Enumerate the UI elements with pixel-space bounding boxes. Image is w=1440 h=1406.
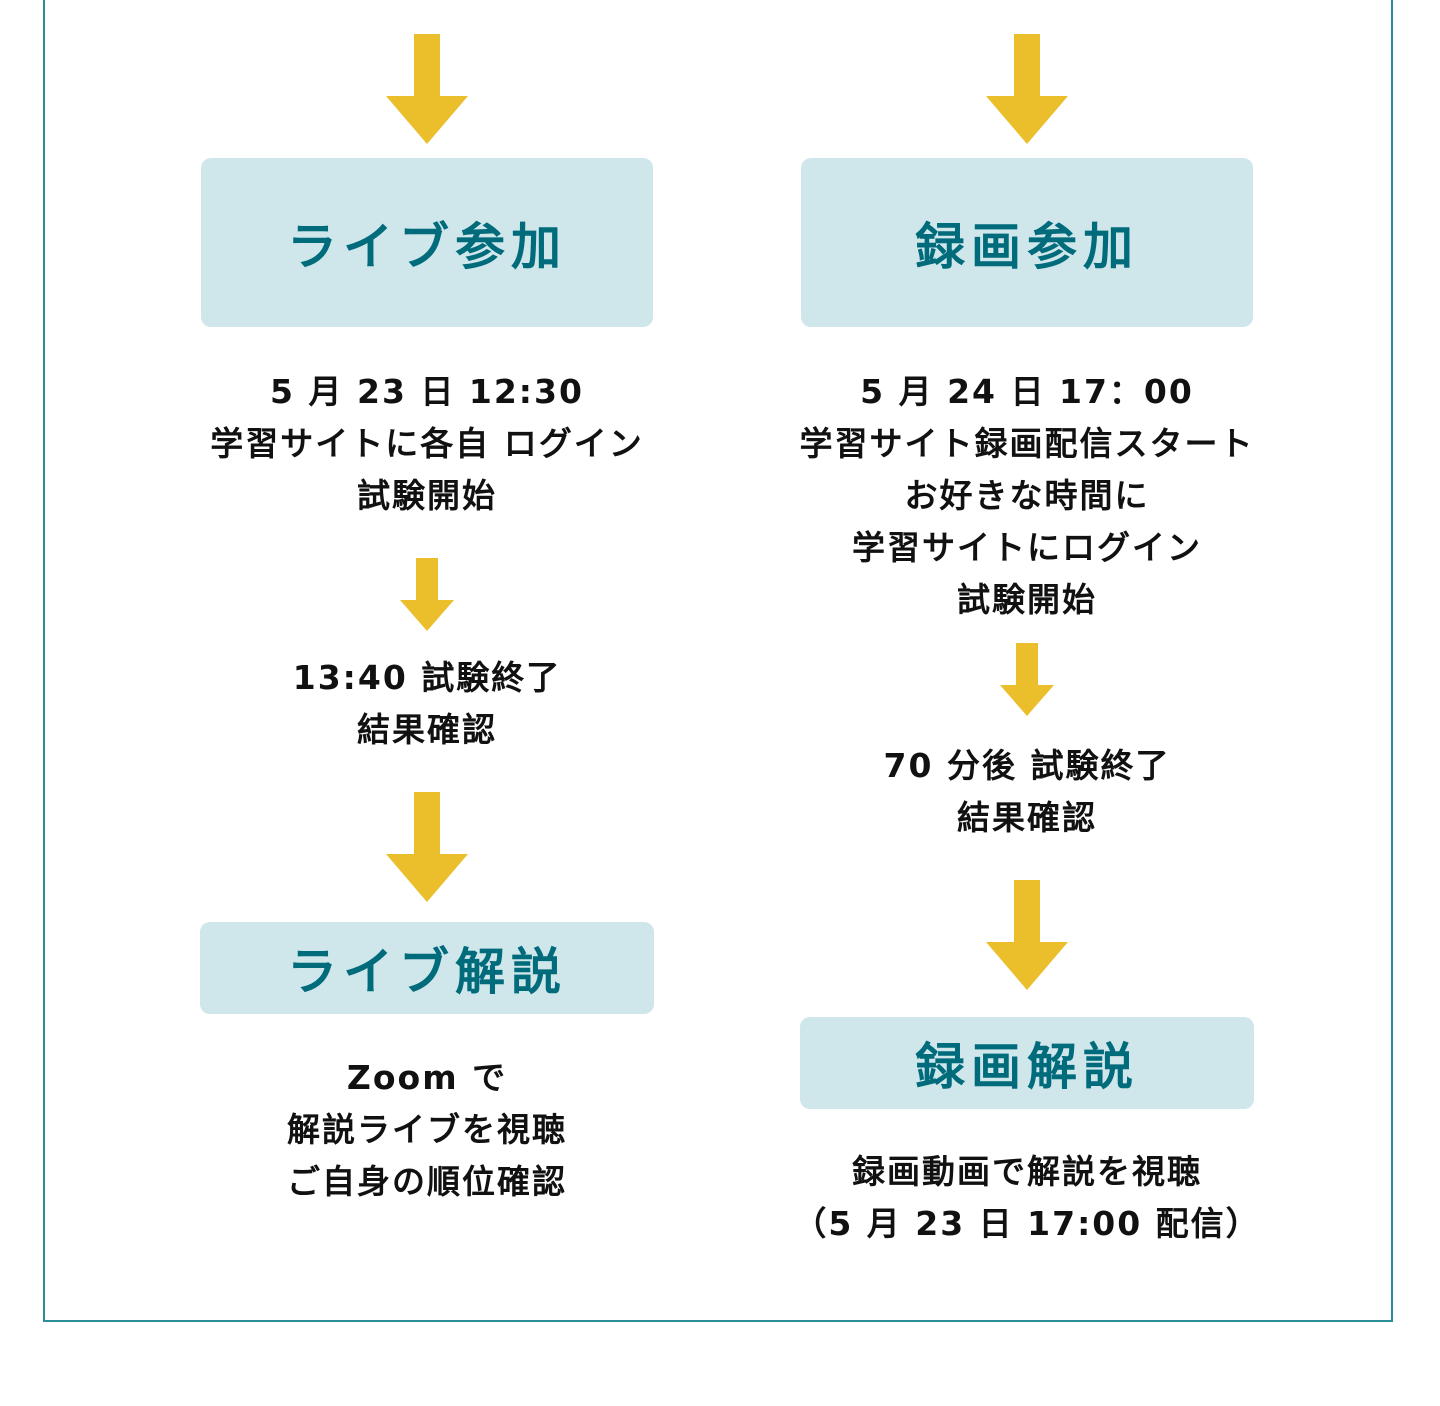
text-line: 70 分後 試験終了 <box>883 746 1171 785</box>
live-participation-box: ライブ参加 <box>201 158 653 327</box>
recorded-participation-title: 録画参加 <box>915 217 1139 276</box>
recorded-participation-box: 録画参加 <box>801 158 1253 327</box>
text-line: 解説ライブを視聴 <box>287 1110 567 1149</box>
arrow-down-icon <box>400 558 454 631</box>
text-line: 試験開始 <box>957 580 1097 619</box>
recorded-explanation-title: 録画解説 <box>915 1038 1139 1096</box>
live-explanation-title: ライブ解説 <box>287 943 567 1001</box>
arrow-down-icon <box>386 34 468 144</box>
text-line: お好きな時間に <box>904 476 1150 515</box>
text-line: ご自身の順位確認 <box>287 1162 567 1201</box>
text-line: 5 月 24 日 17：00 <box>860 372 1194 411</box>
live-participation-title: ライブ参加 <box>287 217 567 276</box>
live-step2-text: 13:40 試験終了 結果確認 <box>147 652 707 756</box>
text-line: 学習サイトに各自 ログイン <box>210 424 644 463</box>
flow-frame <box>43 0 1393 1322</box>
text-line: 13:40 試験終了 <box>292 658 562 697</box>
text-line: 5 月 23 日 12:30 <box>270 372 584 411</box>
text-line: 学習サイト録画配信スタート <box>799 424 1255 463</box>
text-line: （5 月 23 日 17:00 配信） <box>793 1204 1261 1243</box>
recorded-explanation-box: 録画解説 <box>800 1017 1254 1109</box>
recorded-step3-text: 録画動画で解説を視聴 （5 月 23 日 17:00 配信） <box>747 1146 1307 1250</box>
recorded-step1-text: 5 月 24 日 17：00 学習サイト録画配信スタート お好きな時間に 学習サ… <box>747 366 1307 626</box>
text-line: 試験開始 <box>357 476 497 515</box>
live-explanation-box: ライブ解説 <box>200 922 654 1014</box>
text-line: 学習サイトにログイン <box>852 528 1202 567</box>
arrow-down-icon <box>1000 643 1054 716</box>
text-line: 録画動画で解説を視聴 <box>852 1152 1202 1191</box>
arrow-down-icon <box>986 34 1068 144</box>
text-line: Zoom で <box>346 1058 508 1097</box>
text-line: 結果確認 <box>357 710 497 749</box>
arrow-down-icon <box>986 880 1068 990</box>
arrow-down-icon <box>386 792 468 902</box>
text-line: 結果確認 <box>957 798 1097 837</box>
live-step3-text: Zoom で 解説ライブを視聴 ご自身の順位確認 <box>147 1052 707 1208</box>
live-step1-text: 5 月 23 日 12:30 学習サイトに各自 ログイン 試験開始 <box>147 366 707 522</box>
recorded-step2-text: 70 分後 試験終了 結果確認 <box>747 740 1307 844</box>
